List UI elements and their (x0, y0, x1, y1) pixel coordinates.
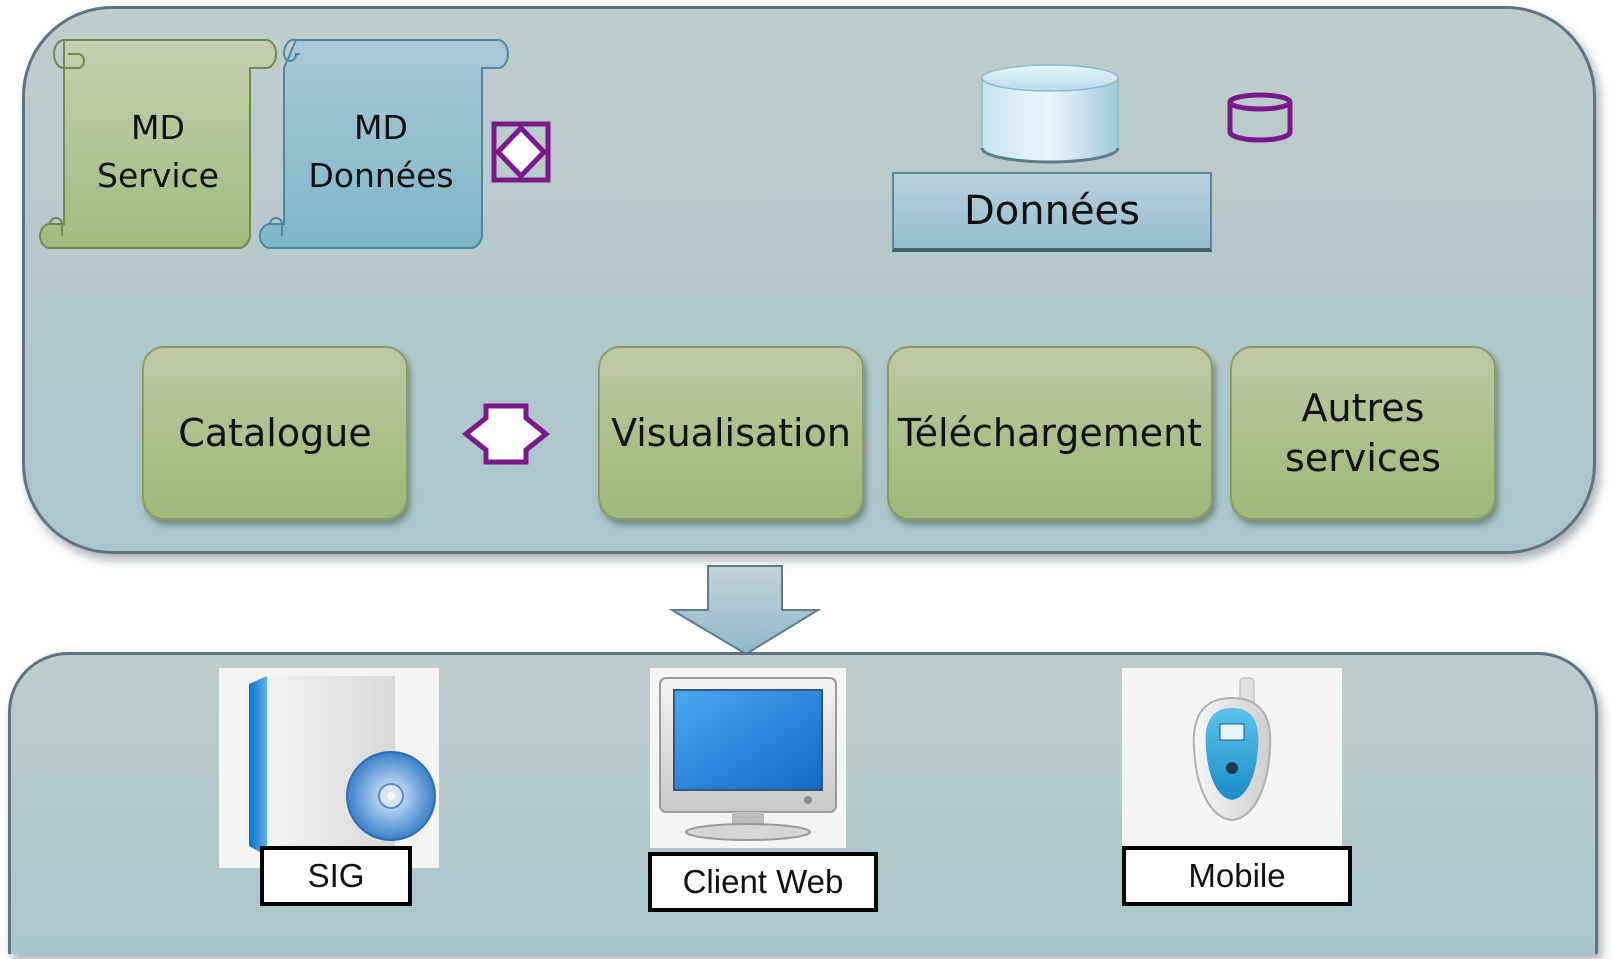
cylinder-outline-icon (1226, 92, 1294, 148)
down-arrow-icon (668, 562, 824, 662)
service-catalogue: Catalogue (142, 346, 408, 520)
scroll-shape-blue (259, 38, 509, 250)
data-store-box: Données (892, 172, 1212, 252)
client-mobile-label: Mobile (1122, 846, 1352, 906)
metadata-service-scroll: MD Service (38, 36, 278, 254)
data-store-label: Données (963, 188, 1141, 234)
client-mobile-text: Mobile (1188, 857, 1286, 894)
client-sig-text: SIG (307, 857, 365, 894)
service-visualisation: Visualisation (598, 346, 864, 520)
service-telechargement-label: Téléchargement (897, 411, 1203, 455)
double-arrow-icon (460, 400, 552, 472)
monitor-icon (650, 668, 846, 848)
service-catalogue-label: Catalogue (178, 411, 372, 455)
client-web-text: Client Web (682, 863, 844, 900)
service-visualisation-label: Visualisation (611, 411, 851, 455)
metadata-data-label: MD Données (308, 108, 454, 195)
software-box-cd-icon (219, 668, 439, 868)
database-cylinder-icon (978, 62, 1122, 170)
mobile-phone-icon (1122, 668, 1342, 846)
service-telechargement: Téléchargement (887, 346, 1213, 520)
metadata-data-scroll: MD Données (258, 36, 509, 254)
metadata-service-label: MD Service (97, 108, 219, 195)
service-autres-label: Autres services (1285, 386, 1441, 480)
client-sig-label: SIG (260, 846, 412, 906)
diamond-square-icon (490, 120, 554, 188)
service-autres: Autres services (1230, 346, 1496, 520)
client-web-label: Client Web (648, 852, 878, 912)
scroll-shape-green (39, 39, 277, 250)
